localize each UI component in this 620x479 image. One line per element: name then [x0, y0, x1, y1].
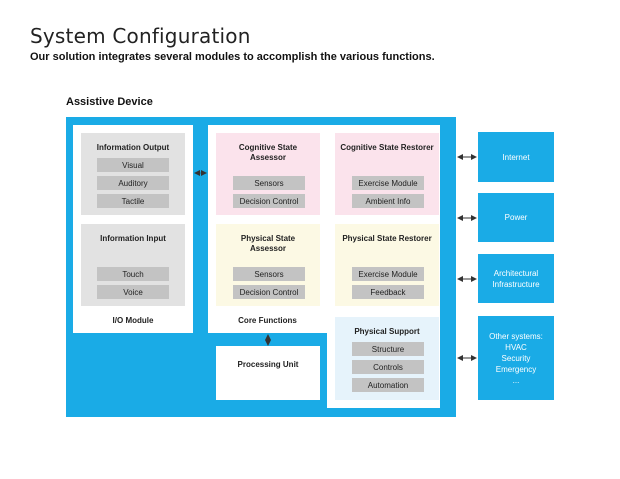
- cognitive-assessor-title: Cognitive State Assessor: [238, 143, 298, 162]
- output-item-visual: Visual: [97, 158, 169, 172]
- external-other-line-1: Other systems:: [489, 331, 543, 341]
- physical-restorer-title: Physical State Restorer: [342, 234, 432, 243]
- external-architectural-label: Architectural Infrastructure: [492, 268, 539, 290]
- page-subtitle: Our solution integrates several modules …: [30, 51, 435, 63]
- cognitive-restorer-exercise-module: Exercise Module: [352, 176, 424, 190]
- physical-state-restorer: Physical State Restorer Exercise Module …: [335, 224, 439, 306]
- cognitive-state-restorer: Cognitive State Restorer Exercise Module…: [335, 133, 439, 215]
- information-output-module: Information Output Visual Auditory Tacti…: [81, 133, 185, 215]
- physical-assessor-decision-control: Decision Control: [233, 285, 305, 299]
- physical-support-structure: Structure: [352, 342, 424, 356]
- external-power: Power: [478, 193, 554, 242]
- input-item-voice: Voice: [97, 285, 169, 299]
- information-output-title: Information Output: [96, 143, 170, 152]
- external-other-line-5: ...: [512, 375, 520, 385]
- io-module-caption: I/O Module: [112, 316, 154, 325]
- information-input-module: Information Input Touch Voice: [81, 224, 185, 306]
- external-other-line-3: Security: [501, 353, 531, 363]
- physical-restorer-feedback: Feedback: [352, 285, 424, 299]
- input-item-touch: Touch: [97, 267, 169, 281]
- cognitive-restorer-title: Cognitive State Restorer: [340, 143, 434, 152]
- external-other-systems: Other systems: HVAC Security Emergency .…: [478, 316, 554, 400]
- external-internet: Internet: [478, 132, 554, 182]
- cognitive-assessor-decision-control: Decision Control: [233, 194, 305, 208]
- physical-restorer-exercise-module: Exercise Module: [352, 267, 424, 281]
- physical-assessor-sensors: Sensors: [233, 267, 305, 281]
- information-input-title: Information Input: [100, 234, 166, 243]
- cognitive-state-assessor: Cognitive State Assessor Sensors Decisio…: [216, 133, 320, 215]
- physical-support-controls: Controls: [352, 360, 424, 374]
- physical-assessor-title: Physical State Assessor: [240, 234, 296, 253]
- external-other-line-2: HVAC: [505, 342, 527, 352]
- page-title: System Configuration: [30, 24, 251, 48]
- physical-support-title: Physical Support: [354, 327, 420, 336]
- processing-unit-label: Processing Unit: [237, 360, 299, 369]
- external-other-line-4: Emergency: [495, 364, 537, 374]
- external-internet-line: Internet: [502, 152, 530, 162]
- processing-unit: Processing Unit: [216, 346, 320, 400]
- external-power-line: Power: [504, 213, 528, 222]
- external-power-label: Power: [505, 212, 528, 223]
- physical-support: Physical Support Structure Controls Auto…: [335, 317, 439, 400]
- physical-support-automation: Automation: [352, 378, 424, 392]
- external-architectural-line-1: Architectural: [493, 268, 539, 278]
- device-label: Assistive Device: [66, 96, 153, 108]
- external-architectural-infrastructure: Architectural Infrastructure: [478, 254, 554, 303]
- cognitive-assessor-sensors: Sensors: [233, 176, 305, 190]
- external-internet-label: Internet: [502, 152, 529, 163]
- physical-state-assessor: Physical State Assessor Sensors Decision…: [216, 224, 320, 306]
- output-item-tactile: Tactile: [97, 194, 169, 208]
- external-architectural-line-2: Infrastructure: [492, 279, 540, 289]
- external-other-systems-label: Other systems: HVAC Security Emergency .…: [489, 331, 543, 386]
- cognitive-restorer-ambient-info: Ambient Info: [352, 194, 424, 208]
- output-item-auditory: Auditory: [97, 176, 169, 190]
- core-functions-caption: Core Functions: [238, 316, 297, 325]
